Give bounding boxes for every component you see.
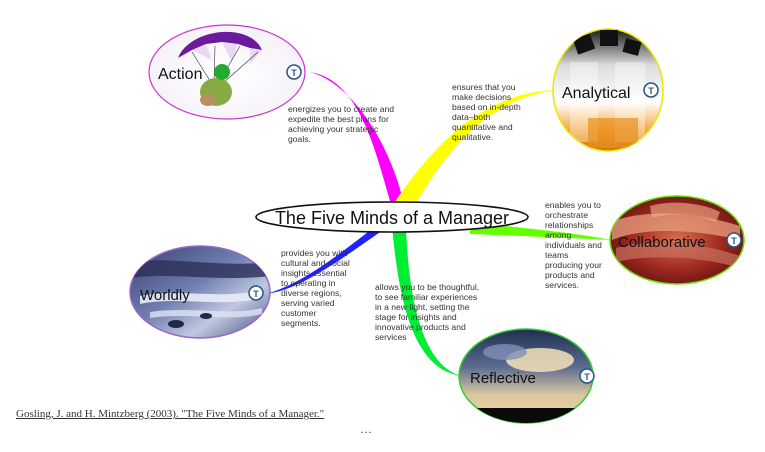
branch-reflective: [392, 226, 462, 376]
parachute-image: [178, 31, 262, 106]
topic-icon-worldly[interactable]: T: [248, 285, 264, 301]
description-worldly: provides you with cultural and social in…: [281, 248, 350, 328]
topic-icon-action[interactable]: T: [286, 64, 302, 80]
description-collaborative: enables you to orchestrate relationships…: [545, 200, 602, 290]
joined-hands-image: [612, 202, 740, 268]
node-reflective[interactable]: Reflective T: [455, 328, 600, 428]
node-label-reflective: Reflective: [470, 370, 536, 387]
branch-action: [310, 72, 404, 208]
more-ellipsis[interactable]: …: [360, 422, 372, 436]
topic-icon-glyph: T: [291, 68, 297, 78]
topic-icon-analytical[interactable]: T: [643, 82, 659, 98]
lab-beakers-image: [570, 30, 645, 148]
topic-icon-glyph: T: [584, 372, 590, 382]
node-collaborative[interactable]: Collaborative T: [609, 195, 745, 285]
topic-icon-glyph: T: [648, 86, 654, 96]
citation-link[interactable]: Gosling, J. and H. Mintzberg (2003). "Th…: [16, 408, 325, 420]
node-label-action: Action: [158, 66, 202, 83]
description-reflective: allows you to be thoughtful, to see fami…: [375, 282, 480, 342]
topic-icon-glyph: T: [253, 289, 259, 299]
branch-collaborative: [470, 222, 612, 240]
topic-icon-reflective[interactable]: T: [579, 368, 595, 384]
description-action: energizes you to create and expedite the…: [288, 104, 395, 144]
central-topic-label: The Five Minds of a Manager: [275, 208, 509, 228]
branch-worldly: [266, 224, 386, 294]
node-worldly[interactable]: Worldly T: [129, 245, 271, 339]
node-action[interactable]: Action T: [148, 24, 306, 120]
node-label-analytical: Analytical: [562, 85, 630, 102]
description-analytical: ensures that you make decisions based on…: [452, 82, 521, 142]
node-analytical[interactable]: Analytical T: [552, 28, 664, 152]
node-label-worldly: Worldly: [140, 287, 190, 304]
central-topic[interactable]: The Five Minds of a Manager: [255, 201, 529, 233]
topic-icon-collaborative[interactable]: T: [726, 232, 742, 248]
node-label-collaborative: Collaborative: [618, 234, 706, 251]
topic-icon-glyph: T: [731, 236, 737, 246]
coastline-image: [130, 260, 270, 328]
